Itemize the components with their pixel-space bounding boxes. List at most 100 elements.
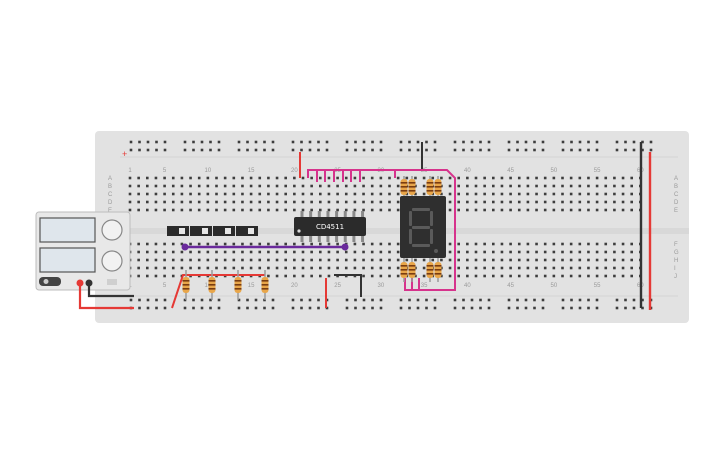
terminal-hole[interactable] bbox=[344, 266, 348, 270]
terminal-hole[interactable] bbox=[128, 200, 132, 204]
terminal-hole[interactable] bbox=[180, 208, 184, 212]
terminal-hole[interactable] bbox=[249, 242, 253, 246]
terminal-hole[interactable] bbox=[388, 208, 391, 212]
rail-hole[interactable] bbox=[362, 148, 366, 152]
terminal-hole[interactable] bbox=[223, 200, 227, 204]
rail-hole[interactable] bbox=[595, 298, 599, 302]
terminal-hole[interactable] bbox=[552, 250, 556, 254]
terminal-hole[interactable] bbox=[293, 274, 296, 278]
terminal-hole[interactable] bbox=[353, 208, 357, 212]
terminal-hole[interactable] bbox=[180, 176, 184, 180]
terminal-hole[interactable] bbox=[146, 176, 149, 180]
terminal-hole[interactable] bbox=[405, 258, 409, 262]
terminal-hole[interactable] bbox=[466, 176, 469, 180]
terminal-hole[interactable] bbox=[258, 184, 262, 188]
resistor[interactable] bbox=[434, 176, 442, 198]
terminal-hole[interactable] bbox=[422, 266, 426, 270]
rail-hole[interactable] bbox=[163, 306, 167, 310]
terminal-hole[interactable] bbox=[310, 258, 313, 262]
terminal-hole[interactable] bbox=[630, 258, 633, 262]
terminal-hole[interactable] bbox=[137, 274, 140, 278]
terminal-hole[interactable] bbox=[370, 208, 374, 212]
rail-hole[interactable] bbox=[345, 140, 349, 144]
terminal-hole[interactable] bbox=[249, 176, 253, 180]
rail-hole[interactable] bbox=[578, 148, 582, 152]
terminal-hole[interactable] bbox=[370, 176, 374, 180]
terminal-hole[interactable] bbox=[448, 274, 452, 278]
terminal-hole[interactable] bbox=[561, 184, 564, 188]
terminal-hole[interactable] bbox=[327, 274, 331, 278]
terminal-hole[interactable] bbox=[422, 192, 426, 196]
terminal-hole[interactable] bbox=[370, 184, 374, 188]
terminal-hole[interactable] bbox=[483, 250, 486, 254]
rail-hole[interactable] bbox=[146, 306, 150, 310]
terminal-hole[interactable] bbox=[353, 266, 357, 270]
rail-hole[interactable] bbox=[561, 148, 565, 152]
rail-hole[interactable] bbox=[507, 140, 511, 144]
terminal-hole[interactable] bbox=[561, 250, 564, 254]
resistor[interactable] bbox=[426, 176, 434, 198]
resistor[interactable] bbox=[426, 258, 434, 282]
terminal-hole[interactable] bbox=[232, 258, 236, 262]
terminal-hole[interactable] bbox=[543, 266, 547, 270]
rail-hole[interactable] bbox=[416, 298, 420, 302]
terminal-hole[interactable] bbox=[154, 274, 158, 278]
rail-hole[interactable] bbox=[163, 298, 167, 302]
rail-hole[interactable] bbox=[254, 306, 258, 310]
terminal-hole[interactable] bbox=[396, 200, 400, 204]
rail-hole[interactable] bbox=[129, 140, 133, 144]
terminal-hole[interactable] bbox=[301, 258, 305, 262]
terminal-hole[interactable] bbox=[353, 250, 357, 254]
terminal-hole[interactable] bbox=[630, 208, 633, 212]
terminal-hole[interactable] bbox=[284, 266, 287, 270]
terminal-hole[interactable] bbox=[578, 274, 582, 278]
terminal-hole[interactable] bbox=[492, 266, 495, 270]
rail-hole[interactable] bbox=[470, 306, 474, 310]
rail-hole[interactable] bbox=[533, 148, 536, 152]
rail-hole[interactable] bbox=[209, 306, 212, 310]
rail-hole[interactable] bbox=[399, 140, 403, 144]
terminal-hole[interactable] bbox=[630, 250, 633, 254]
rail-hole[interactable] bbox=[246, 148, 249, 152]
rail-hole[interactable] bbox=[416, 306, 420, 310]
terminal-hole[interactable] bbox=[258, 250, 262, 254]
terminal-hole[interactable] bbox=[379, 274, 383, 278]
rail-hole[interactable] bbox=[632, 306, 636, 310]
rail-hole[interactable] bbox=[192, 306, 195, 310]
rail-hole[interactable] bbox=[200, 140, 204, 144]
terminal-hole[interactable] bbox=[483, 258, 486, 262]
terminal-hole[interactable] bbox=[604, 242, 608, 246]
terminal-hole[interactable] bbox=[267, 242, 270, 246]
terminal-hole[interactable] bbox=[275, 242, 279, 246]
rail-hole[interactable] bbox=[291, 148, 295, 152]
terminal-hole[interactable] bbox=[388, 192, 391, 196]
terminal-hole[interactable] bbox=[552, 274, 556, 278]
terminal-hole[interactable] bbox=[552, 200, 556, 204]
terminal-hole[interactable] bbox=[319, 250, 322, 254]
terminal-hole[interactable] bbox=[604, 266, 608, 270]
terminal-hole[interactable] bbox=[613, 250, 616, 254]
terminal-hole[interactable] bbox=[370, 200, 374, 204]
resistors[interactable] bbox=[182, 176, 442, 300]
rail-hole[interactable] bbox=[487, 298, 491, 302]
terminal-hole[interactable] bbox=[379, 242, 383, 246]
rail-hole[interactable] bbox=[146, 298, 150, 302]
rail-hole[interactable] bbox=[371, 306, 374, 310]
terminal-hole[interactable] bbox=[440, 176, 443, 180]
rail-hole[interactable] bbox=[433, 306, 437, 310]
rail-hole[interactable] bbox=[507, 306, 511, 310]
rail-hole[interactable] bbox=[300, 140, 303, 144]
rail-hole[interactable] bbox=[371, 148, 374, 152]
terminal-hole[interactable] bbox=[500, 208, 504, 212]
rail-hole[interactable] bbox=[462, 306, 465, 310]
terminal-hole[interactable] bbox=[543, 208, 547, 212]
terminal-hole[interactable] bbox=[396, 250, 400, 254]
terminal-hole[interactable] bbox=[396, 242, 400, 246]
terminal-hole[interactable] bbox=[578, 266, 582, 270]
terminal-hole[interactable] bbox=[327, 250, 331, 254]
terminal-hole[interactable] bbox=[509, 274, 512, 278]
terminal-hole[interactable] bbox=[405, 192, 409, 196]
rail-hole[interactable] bbox=[317, 306, 320, 310]
terminal-hole[interactable] bbox=[327, 184, 331, 188]
terminal-hole[interactable] bbox=[483, 200, 486, 204]
